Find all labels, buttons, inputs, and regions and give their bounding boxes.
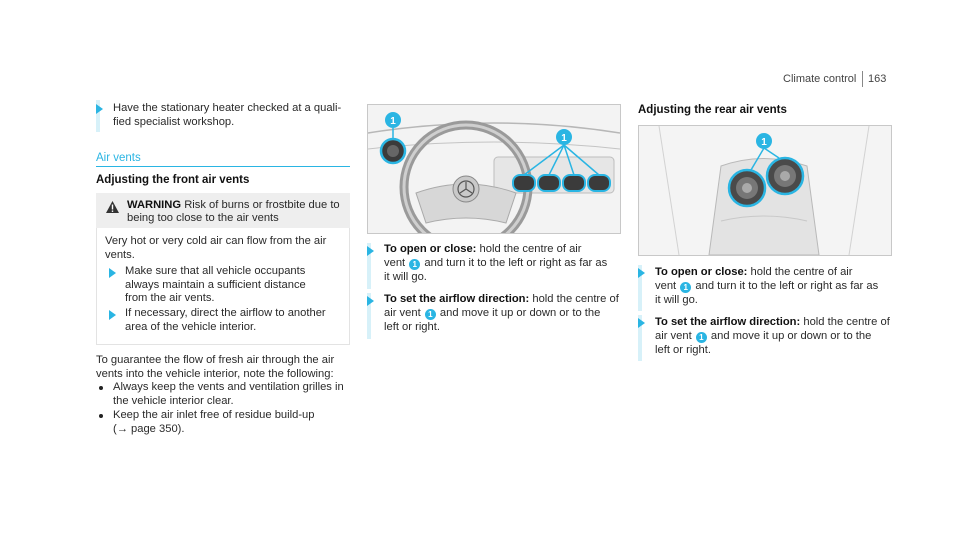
vent-word: vent — [384, 257, 406, 269]
step-heater-text: Have the stationary heater checked at a … — [113, 102, 342, 128]
callout-badge: 1 — [409, 259, 421, 270]
open-close-text: hold the centre of air — [479, 243, 582, 255]
rear-vents-illustration: 1 — [638, 125, 892, 256]
open-close-text-2: and turn it to the left or right as far … — [424, 257, 608, 269]
open-close-text: hold the centre of air — [750, 266, 853, 278]
airflow-label: To set the airflow direction: — [384, 293, 530, 305]
bullet-2-text: Keep the air inlet free of residue build… — [113, 409, 315, 435]
warning-triangle-icon — [106, 201, 119, 213]
section-title-air-vents: Air vents — [96, 152, 141, 164]
open-close-text-3: it will go. — [384, 271, 427, 283]
callout-badge: 1 — [695, 332, 707, 343]
step-bar — [367, 293, 371, 339]
step-bar — [638, 315, 642, 361]
step-bar — [638, 265, 642, 311]
step-arrow-icon — [96, 104, 103, 114]
step-arrow-icon — [638, 318, 645, 328]
running-header: Climate control — [783, 73, 857, 85]
open-close-label: To open or close: — [384, 243, 477, 255]
step-arrow-icon — [109, 268, 116, 278]
airflow-text-2: and move it up or down or to the — [439, 307, 601, 319]
airflow-text-2: and move it up or down or to the — [710, 330, 872, 342]
callout-badge: 1 — [424, 309, 436, 320]
guarantee-paragraph: To guarantee the flow of fresh air throu… — [96, 354, 335, 380]
warning-body-text: Very hot or very cold air can flow from … — [105, 235, 327, 261]
warning-step-1: Make sure that all vehicle occupants alw… — [125, 265, 306, 305]
callout-badge: 1 — [680, 282, 692, 293]
step-arrow-icon — [367, 246, 374, 256]
airflow-text-3: left or right. — [655, 344, 711, 356]
vent-word: air vent — [655, 330, 692, 342]
dashboard-drawing: 1 1 — [368, 105, 620, 233]
warning-body: Very hot or very cold air can flow from … — [96, 228, 350, 345]
step-arrow-icon — [638, 268, 645, 278]
warning-header: WARNING Risk of burns or frostbite due t… — [96, 193, 350, 228]
open-close-text-2: and turn it to the left or right as far … — [695, 280, 879, 292]
open-close-text-3: it will go. — [655, 294, 698, 306]
step-arrow-icon — [109, 310, 116, 320]
subheading-front-vents: Adjusting the front air vents — [96, 174, 250, 186]
warning-step-2: If necessary, direct the airflow to anot… — [125, 307, 326, 333]
step-bar — [367, 243, 371, 289]
callout-number: 1 — [390, 116, 396, 127]
airflow-text: hold the centre of — [532, 293, 619, 305]
warning-text-1: Risk of burns or frostbite due to — [184, 199, 340, 211]
vent-word: vent — [655, 280, 677, 292]
page-number: 163 — [868, 73, 887, 85]
bullet-icon — [99, 414, 103, 418]
header-divider — [862, 71, 863, 87]
warning-label: WARNING — [127, 199, 182, 211]
airflow-text-3: left or right. — [384, 321, 440, 333]
airflow-label: To set the airflow direction: — [655, 316, 801, 328]
warning-text-2: being too close to the air vents — [127, 212, 279, 224]
callout-number: 1 — [561, 133, 567, 144]
open-close-label: To open or close: — [655, 266, 748, 278]
bullet-1-text: Always keep the vents and ventilation gr… — [113, 381, 344, 407]
airflow-text: hold the centre of — [803, 316, 890, 328]
rear-console-drawing: 1 — [639, 126, 891, 255]
bullet-icon — [99, 386, 103, 390]
subheading-rear-vents: Adjusting the rear air vents — [638, 104, 787, 116]
vent-word: air vent — [384, 307, 421, 319]
step-arrow-icon — [367, 296, 374, 306]
callout-number: 1 — [761, 137, 767, 148]
front-vents-illustration: 1 1 — [367, 104, 621, 234]
section-rule — [96, 166, 350, 167]
step-bar — [96, 100, 100, 132]
